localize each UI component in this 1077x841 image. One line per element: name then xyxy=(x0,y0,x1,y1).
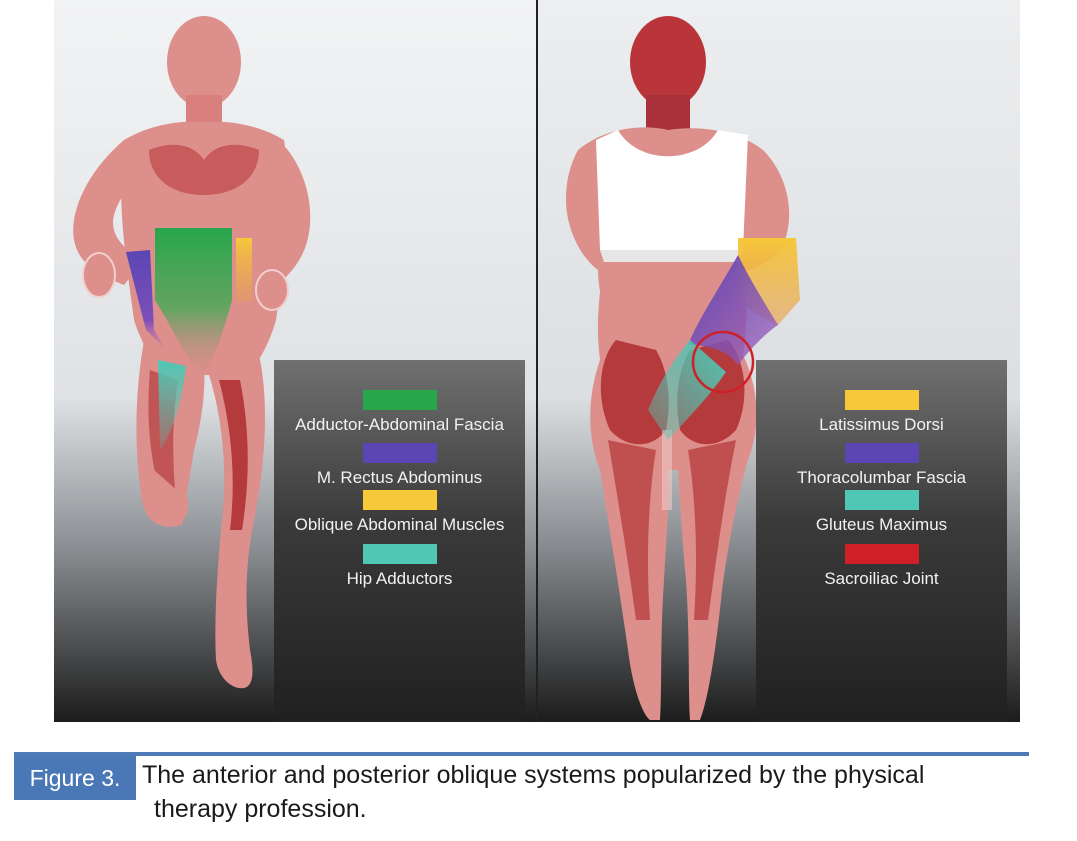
legend-label: Latissimus Dorsi xyxy=(819,415,944,434)
legend-label: Hip Adductors xyxy=(346,569,453,588)
legend-swatch xyxy=(362,544,437,564)
legend-swatch xyxy=(844,490,919,510)
legend-label: Adductor-Abdominal Fascia xyxy=(295,415,504,434)
legend-swatch xyxy=(844,544,919,564)
anterior-panel: Adductor-Abdominal Fascia M. Rectus Abdom… xyxy=(54,0,536,722)
legend-item: Latissimus Dorsi xyxy=(756,390,1007,435)
legend-swatch xyxy=(844,443,919,463)
legend-label: Thoracolumbar Fascia xyxy=(796,468,967,487)
legend-item: Hip Adductors xyxy=(274,544,525,589)
legend-label: M. Rectus Abdominus xyxy=(316,468,483,487)
legend-swatch xyxy=(362,490,437,510)
caption-rule xyxy=(14,752,1029,756)
caption-line-2: therapy profession. xyxy=(154,795,367,823)
figure-label: Figure 3. xyxy=(14,756,136,800)
legend-label: Gluteus Maximus xyxy=(815,515,948,534)
legend-item: Adductor-Abdominal Fascia xyxy=(274,390,525,435)
anterior-legend: Adductor-Abdominal Fascia M. Rectus Abdom… xyxy=(274,360,525,722)
legend-label: Sacroiliac Joint xyxy=(824,569,939,588)
figure-caption: The anterior and posterior oblique syste… xyxy=(142,758,1032,826)
legend-item: M. Rectus Abdominus xyxy=(274,443,525,488)
legend-item: Sacroiliac Joint xyxy=(756,544,1007,589)
legend-label: Oblique Abdominal Muscles xyxy=(294,515,505,534)
figure-image: Adductor-Abdominal Fascia M. Rectus Abdom… xyxy=(54,0,1020,722)
legend-item: Oblique Abdominal Muscles xyxy=(274,490,525,535)
legend-swatch xyxy=(844,390,919,410)
caption-line-1: The anterior and posterior oblique syste… xyxy=(142,761,925,789)
legend-item: Gluteus Maximus xyxy=(756,490,1007,535)
legend-item: Thoracolumbar Fascia xyxy=(756,443,1007,488)
legend-swatch xyxy=(362,390,437,410)
legend-swatch xyxy=(362,443,437,463)
